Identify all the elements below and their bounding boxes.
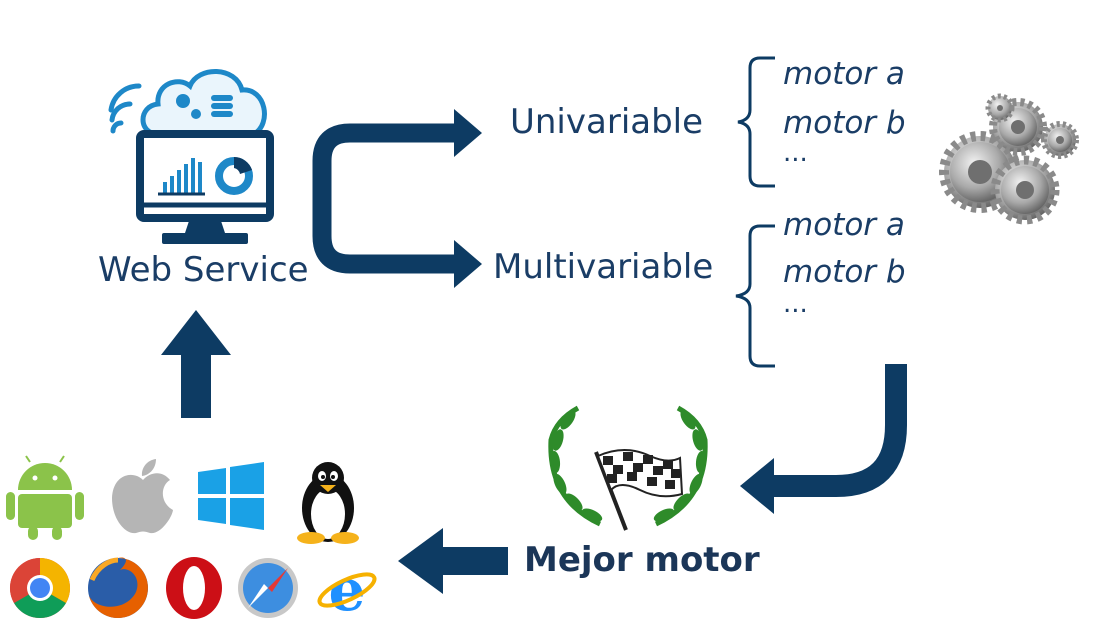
gears-icon <box>939 93 1079 225</box>
multivariable-item: motor b <box>783 254 906 290</box>
opera-icon <box>166 557 222 619</box>
monitor-icon <box>136 130 274 244</box>
univariable-item: ... <box>783 138 808 168</box>
multivariable-item: ... <box>783 289 808 319</box>
branch-arrow <box>312 109 482 288</box>
best-engine-label: Mejor motor <box>524 540 760 580</box>
chrome-icon <box>9 558 71 619</box>
univariable-item: motor a <box>783 56 905 92</box>
safari-icon <box>238 558 298 618</box>
multivariable-item: motor a <box>783 207 905 243</box>
donut-chart-icon <box>215 157 253 195</box>
cloud-icon <box>140 69 267 137</box>
laurel-wreath-icon <box>548 405 708 527</box>
wifi-icon <box>108 83 142 134</box>
apple-icon <box>112 459 173 534</box>
multivariable-label: Multivariable <box>493 247 714 287</box>
univariable-label: Univariable <box>510 102 704 142</box>
linux-tux-icon <box>297 462 359 544</box>
up-arrow <box>161 310 231 418</box>
univariable-item: motor b <box>783 105 906 141</box>
windows-icon <box>198 462 264 530</box>
checkered-flag-icon <box>594 449 684 531</box>
result-arrow <box>740 364 907 514</box>
bar-chart-icon <box>158 158 205 196</box>
brace-univariable <box>737 56 775 188</box>
web-service-label: Web Service <box>98 250 309 290</box>
left-arrow <box>398 528 508 594</box>
database-icon <box>211 95 233 117</box>
internet-explorer-icon: e <box>317 556 377 624</box>
firefox-icon <box>88 557 148 618</box>
brace-multivariable <box>735 224 775 368</box>
svg-text:e: e <box>329 556 366 624</box>
gear-icon <box>176 94 201 119</box>
android-icon <box>6 455 84 540</box>
